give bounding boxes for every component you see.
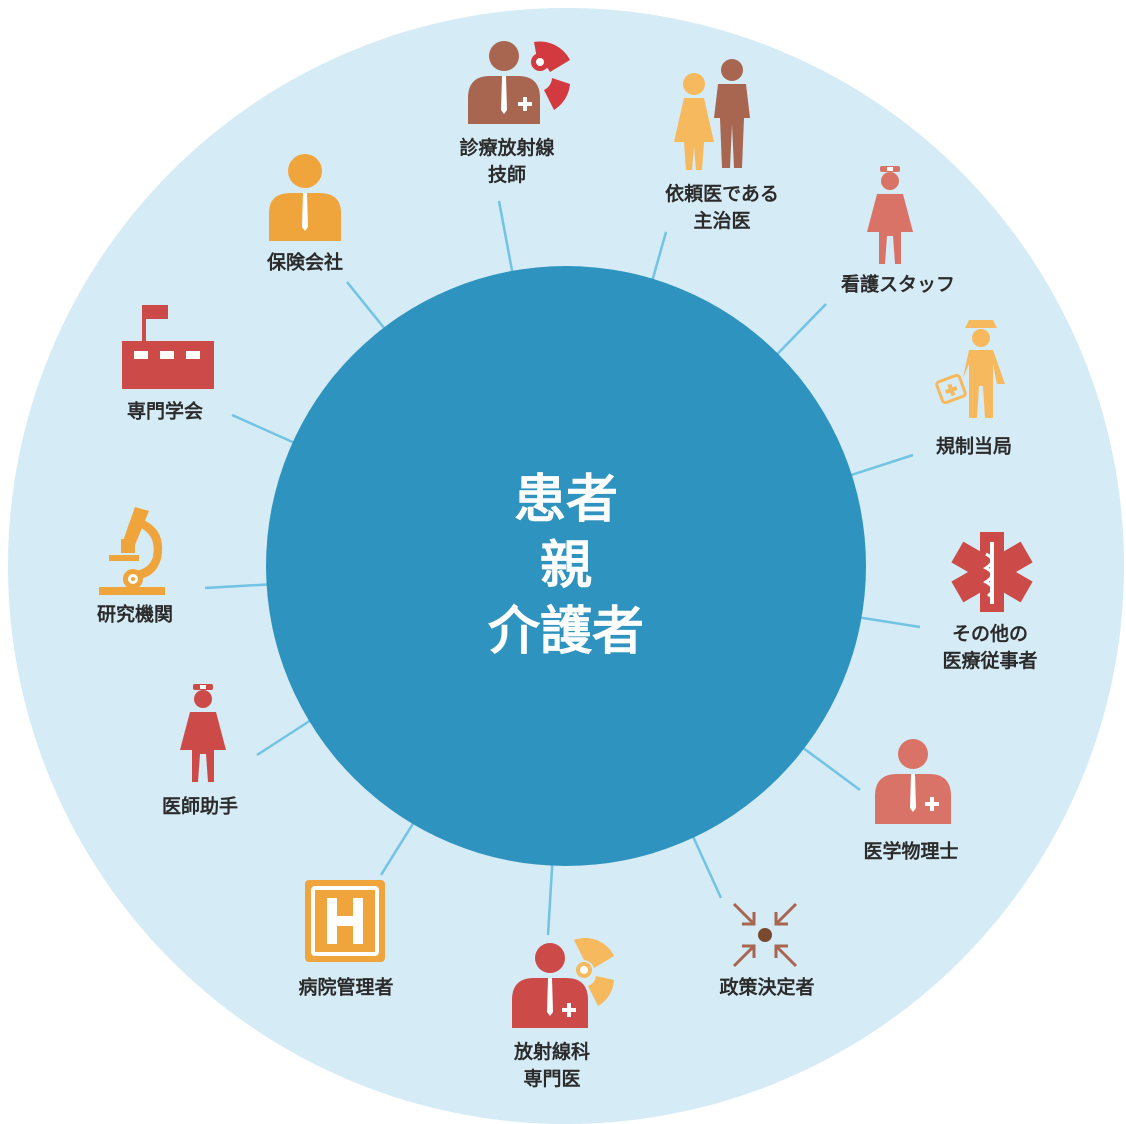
center-line-caregiver: 介護者 [487, 602, 645, 662]
label-referring-physician: 依頼医である 主治医 [665, 183, 779, 232]
label-hospital-administrator: 病院管理者 [298, 976, 394, 999]
label-medical-physicist: 医学物理士 [863, 840, 959, 863]
label-physician-assistant: 医師助手 [161, 795, 239, 818]
label-professional-society: 専門学会 [126, 400, 204, 423]
label-insurance-company: 保険会社 [266, 251, 344, 274]
hospital-icon [305, 880, 385, 962]
center-label: 患者 親 介護者 [488, 467, 644, 665]
center-line-patient: 患者 [513, 470, 619, 530]
couple-icon [674, 59, 750, 170]
label-other-health-workers: その他の 医療従事者 [942, 623, 1038, 672]
label-research-institution: 研究機関 [96, 603, 174, 626]
nurse-icon [180, 684, 226, 782]
radiology-technician-icon [468, 41, 570, 124]
nurse-icon [867, 166, 913, 264]
converging-arrows-icon [732, 902, 798, 968]
star-of-life-icon [951, 532, 1033, 612]
inspector-icon [935, 320, 1005, 418]
center-line-parent: 親 [539, 536, 593, 596]
label-radiology-technician: 診療放射線 技師 [459, 137, 555, 186]
person-icon [269, 154, 341, 241]
microscope-icon [99, 507, 165, 595]
label-policy-makers: 政策決定者 [719, 976, 815, 999]
label-nursing-staff: 看護スタッフ [840, 273, 956, 296]
label-regulatory-authority: 規制当局 [935, 435, 1013, 458]
inner-circle [266, 266, 866, 866]
doctor-icon [875, 739, 951, 824]
radiologist-icon [512, 937, 614, 1028]
label-radiologist: 放射線科 専門医 [513, 1041, 591, 1090]
building-flag-icon [122, 305, 214, 389]
